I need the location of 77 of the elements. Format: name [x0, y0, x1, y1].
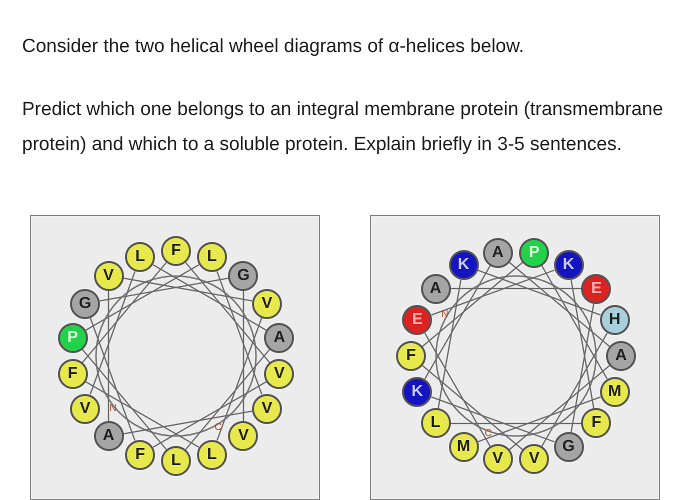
connector-line	[431, 270, 555, 316]
connector-line	[242, 290, 244, 422]
terminus-label: N	[441, 308, 448, 320]
residue-circle: V	[264, 359, 294, 390]
residue-circle: K	[402, 376, 432, 407]
connector-line	[424, 332, 491, 447]
residue-circle: V	[94, 260, 124, 291]
connector-line	[85, 381, 200, 448]
connector-line	[123, 278, 252, 302]
residue-circle: F	[396, 341, 426, 371]
residue-circle: V	[70, 394, 100, 424]
connector-line	[450, 422, 582, 424]
terminus-label: N	[109, 403, 117, 414]
residue-circle: F	[161, 236, 191, 266]
residue-circle: L	[420, 408, 451, 438]
connector-line	[438, 280, 462, 409]
residue-circle: P	[58, 322, 88, 353]
residue-circle: V	[482, 444, 513, 474]
connector-line	[541, 265, 608, 380]
wheel-panel	[370, 215, 660, 500]
residue-circle: G	[228, 260, 258, 291]
connector-line	[82, 348, 167, 450]
residue-circle: E	[402, 305, 432, 336]
residue-circle: L	[196, 242, 227, 272]
residue-circle: L	[161, 446, 191, 476]
connector-line	[508, 262, 610, 347]
residue-circle: M	[448, 432, 478, 462]
residue-circle: V	[228, 421, 258, 452]
residue-circle: L	[125, 242, 156, 272]
connector-line	[216, 317, 262, 441]
residue-circle: K	[448, 250, 478, 280]
residue-circle: P	[519, 238, 550, 268]
residue-circle: A	[482, 238, 513, 268]
residue-circle: V	[252, 394, 282, 424]
connector-line	[85, 264, 200, 331]
residue-circle: F	[58, 359, 88, 390]
connector-line	[100, 278, 229, 302]
residue-circle: V	[252, 288, 282, 318]
connector-line	[477, 396, 601, 442]
connector-line	[570, 280, 594, 409]
residue-circle: V	[519, 444, 550, 474]
connector-line	[570, 303, 594, 432]
wheel-panel	[30, 215, 320, 500]
connector-line	[185, 262, 270, 364]
residue-circle: M	[600, 376, 630, 407]
residue-circle: E	[581, 274, 612, 304]
connector-line	[152, 381, 267, 448]
connector-line	[216, 271, 262, 395]
residue-circle: F	[581, 408, 612, 438]
residue-circle: F	[125, 440, 156, 470]
residue-circle: A	[264, 322, 294, 353]
connector-line	[185, 348, 270, 450]
connector-line	[424, 265, 491, 380]
residue-circle: A	[420, 274, 451, 304]
terminus-label: C	[214, 422, 222, 433]
residue-circle: G	[70, 288, 100, 318]
connector-line	[508, 365, 610, 450]
residue-circle: A	[606, 341, 636, 371]
residue-circle: L	[196, 440, 227, 470]
connector-line	[541, 332, 608, 447]
connector-line	[422, 262, 524, 347]
question-title: Consider the two helical wheel diagrams of α-helices below.	[22, 36, 524, 58]
connector-line	[450, 288, 582, 290]
connector-line	[422, 365, 524, 450]
connector-line	[477, 270, 601, 316]
connector-line	[82, 262, 167, 364]
connector-line	[152, 264, 267, 331]
residue-circle: K	[554, 250, 584, 280]
connector-line	[123, 410, 252, 434]
connector-line	[431, 396, 555, 442]
residue-circle: G	[554, 432, 584, 462]
question-text: Predict which one belongs to an integral membrane protein (transmembrane protein) and which to a soluble protein. Explain briefly in 3-5 sentences.	[22, 98, 664, 157]
connector-line	[90, 271, 136, 395]
connector-line	[108, 290, 110, 422]
residue-circle: A	[94, 421, 124, 452]
connector-line	[90, 317, 136, 441]
residue-circle: H	[600, 305, 630, 336]
